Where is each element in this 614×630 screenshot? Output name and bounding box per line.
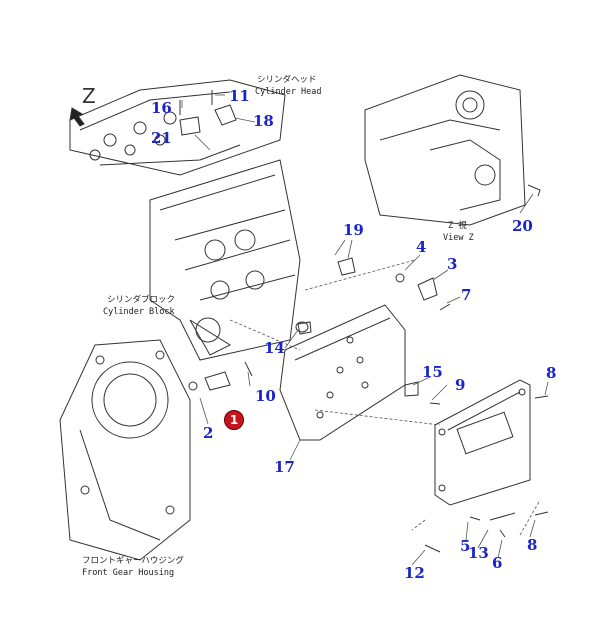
- callout-6[interactable]: 6: [492, 554, 503, 572]
- cylinder-head-label-en: Cylinder Head: [255, 87, 322, 97]
- cylinder-head-outline: [69, 79, 286, 176]
- cylinder-block-outline: [149, 159, 301, 361]
- callout-21[interactable]: 21: [151, 129, 172, 147]
- cylinder-block-label-jp: シリンダブロック: [107, 295, 176, 305]
- cylinder-block-label-en: Cylinder Block: [103, 307, 175, 317]
- callout-8-top[interactable]: 8: [546, 364, 557, 382]
- callout-13[interactable]: 13: [468, 544, 489, 562]
- callout-14[interactable]: 14: [264, 339, 285, 357]
- view-z-label-jp: Z 視: [448, 221, 467, 231]
- callout-10[interactable]: 10: [255, 387, 276, 405]
- callout-4[interactable]: 4: [416, 238, 427, 256]
- callout-12[interactable]: 12: [404, 564, 425, 582]
- z-arrow-label: Z: [82, 84, 96, 108]
- callout-19[interactable]: 19: [343, 221, 364, 239]
- small-parts: [179, 90, 549, 553]
- leader-lines: [181, 94, 549, 566]
- cylinder-head-label-jp: シリンダヘッド: [257, 75, 317, 85]
- callout-9[interactable]: 9: [455, 376, 466, 394]
- callout-2[interactable]: 2: [203, 424, 214, 442]
- callout-17[interactable]: 17: [274, 458, 295, 476]
- callout-3[interactable]: 3: [447, 255, 458, 273]
- callout-1-highlighted[interactable]: 1: [224, 410, 244, 430]
- view-z-outline: [364, 74, 526, 226]
- callout-16[interactable]: 16: [151, 99, 172, 117]
- front-gear-housing-label-en: Front Gear Housing: [82, 568, 175, 578]
- callout-15[interactable]: 15: [422, 363, 443, 381]
- callout-20[interactable]: 20: [512, 217, 533, 235]
- front-gear-housing-outline: [59, 339, 191, 561]
- z-direction-arrow: [69, 107, 85, 127]
- front-gear-housing-label-jp: フロントギャーハウジング: [82, 556, 184, 566]
- callout-7[interactable]: 7: [461, 286, 472, 304]
- cooler-plate-outline: [279, 304, 406, 441]
- callout-8-bottom[interactable]: 8: [527, 536, 538, 554]
- ecm-outline: [434, 379, 531, 506]
- view-z-label-en: View Z: [443, 233, 474, 243]
- callout-18[interactable]: 18: [253, 112, 274, 130]
- callout-11[interactable]: 11: [229, 87, 250, 105]
- callout-5[interactable]: 5: [460, 537, 471, 555]
